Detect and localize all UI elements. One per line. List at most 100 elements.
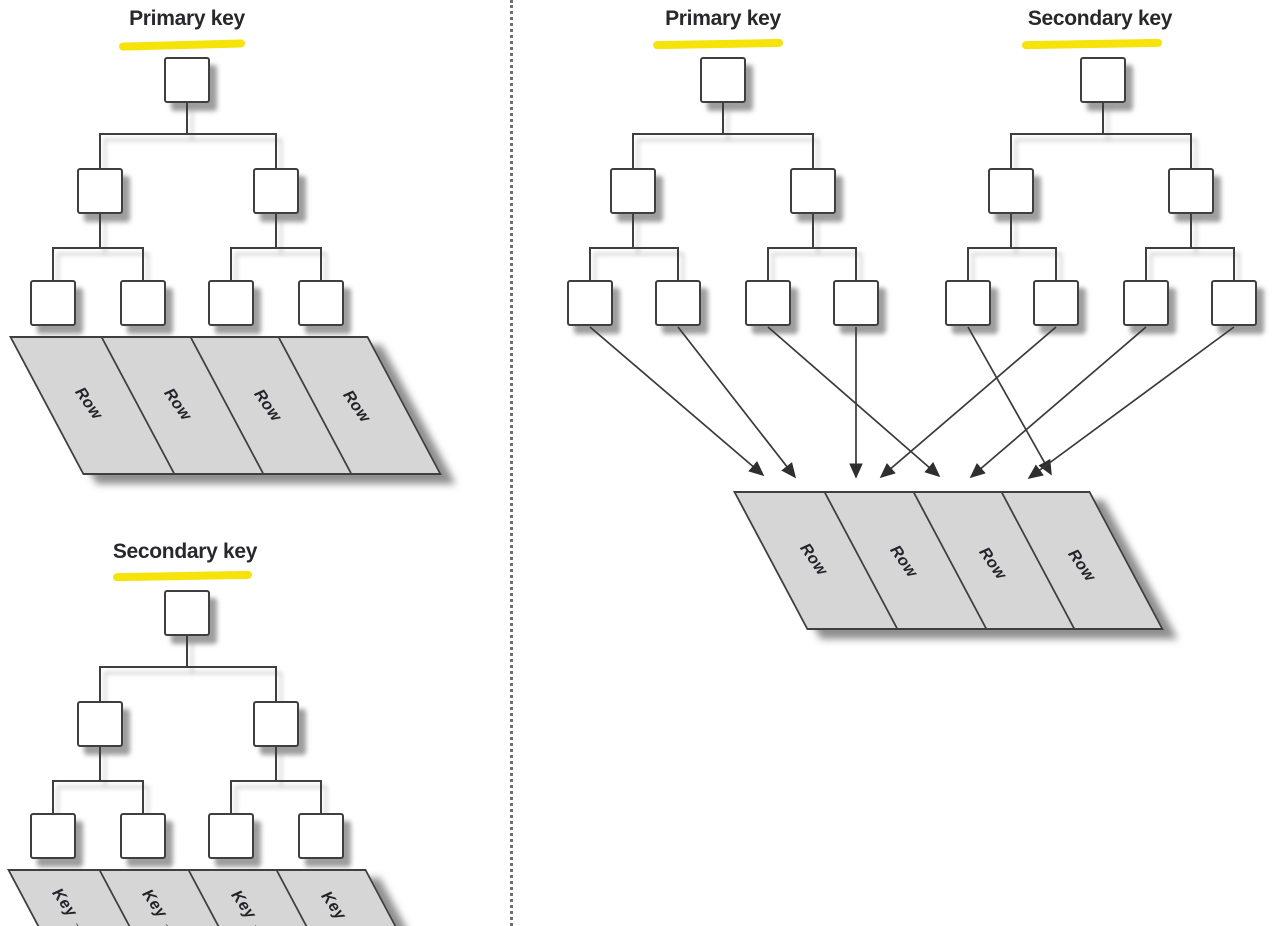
btree-internal-node xyxy=(988,168,1034,214)
primary-key-title-right: Primary key xyxy=(665,7,781,30)
btree-internal-node xyxy=(253,701,299,747)
btree-root-node xyxy=(164,590,210,636)
btree-leaf-node xyxy=(30,813,76,859)
pointer-arrow xyxy=(767,326,941,478)
connector-line xyxy=(99,668,101,701)
connector-line xyxy=(99,133,277,135)
connector-line xyxy=(52,782,54,813)
connector-line xyxy=(230,782,232,813)
connector-line xyxy=(275,747,277,780)
cell-divider xyxy=(824,493,899,628)
connector-line xyxy=(142,249,144,280)
panel-divider xyxy=(510,0,513,926)
connector-line xyxy=(230,780,322,782)
connector-line xyxy=(99,135,101,168)
highlight-underline xyxy=(118,39,246,51)
connector-line xyxy=(632,135,634,168)
connector-line xyxy=(1145,249,1147,280)
connector-line xyxy=(967,247,1057,249)
btree-leaf-node xyxy=(1123,280,1169,326)
connector-line xyxy=(632,214,634,248)
btree-root-node xyxy=(700,57,746,103)
btree-leaf-node xyxy=(30,280,76,326)
pointer-arrow xyxy=(879,326,1057,479)
connector-line xyxy=(589,249,591,280)
connector-line xyxy=(230,249,232,280)
pointer-arrow xyxy=(967,326,1052,476)
highlight-underline xyxy=(112,570,253,582)
primary-key-title-left: Primary key xyxy=(129,7,245,30)
connector-line xyxy=(275,135,277,168)
btree-leaf-node xyxy=(298,280,344,326)
connector-line xyxy=(1233,249,1235,280)
pointer-arrow xyxy=(969,326,1147,479)
row-store-left xyxy=(9,336,442,475)
btree-internal-node xyxy=(1168,168,1214,214)
connector-line xyxy=(812,214,814,248)
pointer-arrow xyxy=(589,326,765,477)
btree-internal-node xyxy=(253,168,299,214)
connector-line xyxy=(855,249,857,280)
btree-leaf-node xyxy=(120,280,166,326)
connector-line xyxy=(320,782,322,813)
connector-line xyxy=(632,133,814,135)
connector-line xyxy=(52,249,54,280)
connector-line xyxy=(767,247,857,249)
btree-leaf-node xyxy=(1211,280,1257,326)
btree-internal-node xyxy=(77,168,123,214)
btree-internal-node xyxy=(610,168,656,214)
connector-line xyxy=(275,214,277,248)
connector-line xyxy=(52,780,144,782)
connector-line xyxy=(275,668,277,701)
btree-leaf-node xyxy=(298,813,344,859)
cell-divider xyxy=(100,338,175,473)
connector-line xyxy=(812,135,814,168)
connector-line xyxy=(1190,135,1192,168)
connector-line xyxy=(142,782,144,813)
connector-line xyxy=(1055,249,1057,280)
connector-line xyxy=(1145,247,1235,249)
btree-internal-node xyxy=(790,168,836,214)
connector-line xyxy=(186,103,188,134)
connector-line xyxy=(99,747,101,780)
connector-line xyxy=(1010,214,1012,248)
connector-line xyxy=(1010,135,1012,168)
btree-leaf-node xyxy=(655,280,701,326)
cell-divider xyxy=(278,338,353,473)
connector-line xyxy=(967,249,969,280)
btree-root-node xyxy=(1080,57,1126,103)
row-store-right xyxy=(733,491,1164,630)
highlight-underline xyxy=(1021,38,1163,50)
btree-leaf-node xyxy=(208,813,254,859)
connector-line xyxy=(767,249,769,280)
connector-line xyxy=(722,103,724,134)
pointer-arrow xyxy=(677,326,797,479)
btree-leaf-node xyxy=(745,280,791,326)
connector-line xyxy=(320,249,322,280)
cell-divider xyxy=(189,338,264,473)
connector-line xyxy=(1010,133,1192,135)
connector-line xyxy=(1190,214,1192,248)
btree-leaf-node xyxy=(120,813,166,859)
connector-line xyxy=(99,214,101,248)
cell-divider xyxy=(1000,493,1075,628)
btree-root-node xyxy=(164,57,210,103)
btree-leaf-node xyxy=(1033,280,1079,326)
connector-line xyxy=(52,247,144,249)
btree-internal-node xyxy=(77,701,123,747)
btree-leaf-node xyxy=(945,280,991,326)
connector-line xyxy=(230,247,322,249)
connector-line xyxy=(186,636,188,667)
connector-line xyxy=(589,247,679,249)
secondary-key-title-left: Secondary key xyxy=(112,540,258,563)
connector-line xyxy=(1102,103,1104,134)
btree-leaf-node xyxy=(567,280,613,326)
pointer-arrow xyxy=(1027,326,1235,480)
secondary-key-title-right: Secondary key xyxy=(1027,7,1173,30)
connector-line xyxy=(99,666,277,668)
cell-divider xyxy=(912,493,987,628)
btree-leaf-node xyxy=(833,280,879,326)
connector-line xyxy=(677,249,679,280)
btree-leaf-node xyxy=(208,280,254,326)
